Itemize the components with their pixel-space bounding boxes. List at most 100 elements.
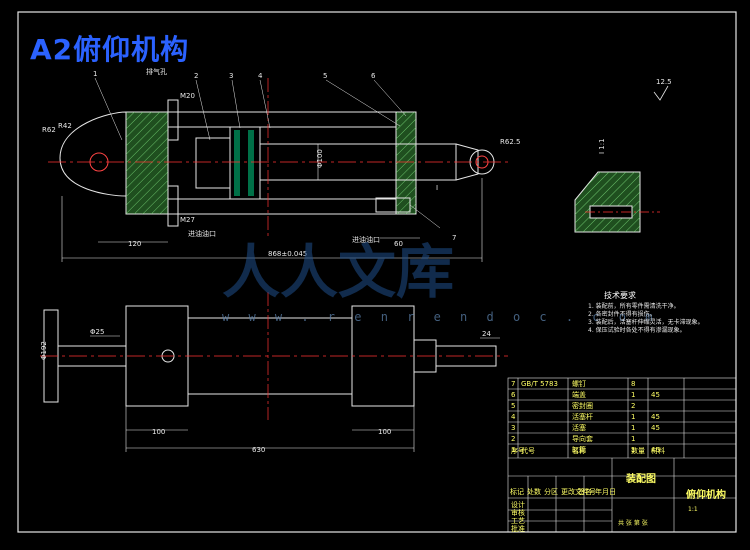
parts-list-header: 材料	[651, 446, 665, 455]
parts-list-cell: 45	[651, 413, 660, 421]
parts-list: 7 GB/T 5783 螺钉 8 6 端盖 1 45 5 密封圈 2 4 活塞杆 1 45 3 活塞 1 45 2 导向…	[511, 379, 665, 455]
cylinder-barrel	[168, 111, 417, 215]
piston	[195, 126, 261, 200]
dim-192: Φ192	[40, 341, 48, 360]
part-number-2: 2	[194, 72, 198, 80]
tech-requirements: 技术要求 1. 装配前，所有零件需清洗干净。 2. 各密封件不得有损伤。 3. …	[588, 292, 728, 335]
parts-list-cell: 45	[651, 446, 660, 454]
surface-finish-symbol	[653, 85, 669, 101]
drawing-title: A2俯仰机构	[30, 33, 190, 66]
parts-list-header: 序号	[511, 446, 525, 455]
scale-value: 1:1	[688, 506, 698, 513]
revision-label: 处数	[527, 487, 541, 496]
parts-list-cell: GB/T 5783	[521, 380, 558, 388]
dim-60: 60	[394, 240, 403, 248]
parts-list-cell: 8	[631, 380, 635, 388]
dim-r42: R42	[58, 122, 72, 130]
role-label: 设计	[511, 500, 525, 509]
parts-list-cell: 活塞	[572, 423, 586, 432]
part-number-3: 3	[229, 72, 233, 80]
role-label: 工艺	[511, 517, 525, 525]
revision-label: 更改文件号	[561, 487, 596, 496]
parts-list-cell: 6	[511, 391, 516, 399]
dim-100-left: 100	[152, 428, 165, 436]
tech-req-item: 4. 保压试验时各处不得有渗漏现象。	[588, 327, 686, 334]
revision-label: 分区	[544, 487, 558, 496]
parts-list-cell: 活塞杆	[572, 412, 593, 421]
tech-req-item: 2. 各密封件不得有损伤。	[588, 311, 656, 318]
sheet-info: 共 张 第 张	[618, 520, 648, 527]
parts-list-cell: 缸筒	[572, 445, 586, 454]
tech-req-item: 1. 装配前，所有零件需清洗干净。	[588, 303, 680, 310]
parts-list-cell: 7	[511, 380, 515, 388]
label-oil-right: 进油油口	[352, 235, 380, 244]
parts-list-cell: 导向套	[572, 434, 593, 443]
role-label: 审核	[511, 508, 525, 517]
parts-list-cell: 1	[631, 435, 635, 443]
label-vent: 排气孔	[146, 67, 167, 76]
parts-list-cell: 1	[511, 446, 515, 454]
label-detail: I 1:1	[598, 138, 606, 154]
dimension-lines-top	[61, 144, 483, 262]
dim-25: Φ25	[90, 328, 104, 336]
dim-24: 24	[482, 330, 491, 338]
parts-list-cell: 4	[511, 413, 516, 421]
dim-surface: 12.5	[656, 78, 672, 86]
tech-requirements-heading: 技术要求	[604, 291, 636, 300]
parts-list-cell: 45	[651, 391, 660, 399]
label-oil-bottom: 进油油口	[188, 229, 216, 238]
part-number-1: 1	[93, 70, 97, 78]
revision-label: 签名	[578, 487, 592, 496]
parts-list-cell: 3	[511, 424, 515, 432]
dim-overall: 868±0.045	[268, 250, 307, 258]
role-label: 批准	[511, 524, 525, 533]
parts-list-cell: 1	[631, 391, 635, 399]
dim-m27: M27	[180, 216, 195, 224]
left-end-block	[125, 111, 169, 215]
dim-r62: R62	[42, 126, 56, 134]
dimension-lines-bottom	[90, 335, 500, 452]
parts-list-cell: 2	[631, 402, 635, 410]
oil-port-bottom	[167, 185, 179, 227]
drawing-name: 装配图	[626, 474, 656, 485]
bottom-view	[40, 292, 508, 420]
parts-list-cell: 45	[651, 424, 660, 432]
parts-list-cell: 端盖	[572, 390, 586, 399]
oil-port-right	[375, 197, 411, 213]
mechanism-name: 俯仰机构	[686, 490, 726, 501]
title-block-labels: 标记处数分区更改文件号签名年月日设计审核工艺批准	[510, 487, 616, 533]
parts-list-cell: 螺钉	[572, 379, 586, 388]
part-number-4: 4	[258, 72, 263, 80]
dim-100-right: 100	[378, 428, 391, 436]
dim-r625: R62.5	[500, 138, 520, 146]
part-number-7: 7	[452, 234, 456, 242]
parts-list-cell: 1	[631, 413, 635, 421]
parts-list-header: 数量	[631, 446, 645, 455]
parts-list-cell: 1	[631, 446, 635, 454]
watermark-logo-text: 人人文库	[222, 238, 454, 306]
parts-list-header: 代号	[521, 446, 535, 455]
parts-list-header: 名称	[572, 446, 586, 455]
dim-m20: M20	[180, 92, 195, 100]
detail-view-i	[574, 171, 660, 233]
label-section: I	[436, 184, 438, 192]
vent-port	[167, 99, 179, 141]
dim-120: 120	[128, 240, 141, 248]
dim-bore: Φ100	[316, 149, 324, 168]
watermark-url: w w w . r e n r e n d o c . c o m	[222, 310, 659, 324]
parts-list-cell: 密封圈	[572, 401, 593, 410]
leader-lines	[94, 77, 441, 229]
title-block-grid	[507, 377, 737, 533]
revision-label: 年月日	[595, 487, 616, 496]
dim-630: 630	[252, 446, 265, 454]
watermark-logo: 人人文库	[222, 238, 454, 306]
drawing-frame	[17, 11, 737, 533]
parts-list-cell: 5	[511, 402, 515, 410]
revision-label: 标记	[510, 487, 524, 496]
tech-req-item: 3. 装配后，活塞杆伸缩灵活，无卡滞现象。	[588, 319, 704, 326]
parts-list-cell: 2	[511, 435, 515, 443]
part-number-5: 5	[323, 72, 327, 80]
part-number-6: 6	[371, 72, 376, 80]
